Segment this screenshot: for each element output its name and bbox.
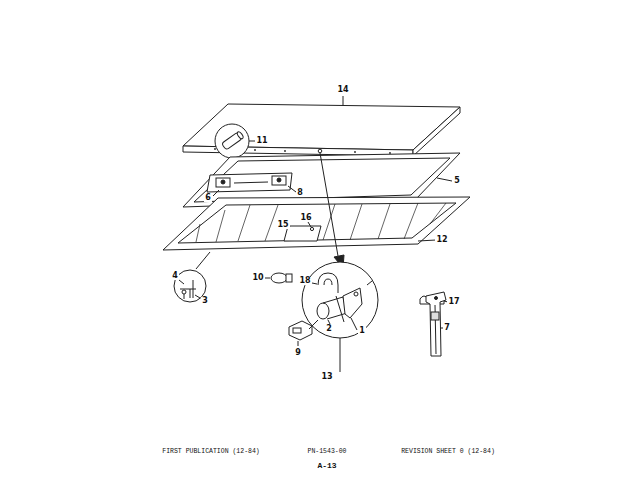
- callout-number: 12: [435, 236, 448, 244]
- footer-text: REVISION SHEET 0 (12-84): [400, 449, 496, 456]
- footer-text: PN-1543-00: [306, 449, 347, 456]
- footer-text: FIRST PUBLICATION (12-84): [161, 449, 261, 456]
- callout-number: 5: [453, 177, 461, 185]
- callout-number: 9: [294, 349, 302, 357]
- callout-number: 1: [358, 327, 366, 335]
- callout-number: 6: [204, 194, 212, 202]
- callout-number: 11: [255, 137, 268, 145]
- callout-number: 7: [443, 324, 451, 332]
- callout-number: 14: [336, 86, 349, 94]
- page-number: A-13: [316, 462, 337, 470]
- callout-number: 17: [447, 298, 460, 306]
- callout-number: 10: [251, 274, 264, 282]
- callout-number: 18: [298, 277, 311, 285]
- callout-number: 3: [201, 297, 209, 305]
- callout-number: 2: [325, 325, 333, 333]
- callout-number: 13: [320, 373, 333, 381]
- callout-number: 8: [296, 189, 304, 197]
- callout-number: 16: [299, 214, 312, 222]
- callout-number: 4: [171, 272, 179, 280]
- callout-number: 15: [276, 221, 289, 229]
